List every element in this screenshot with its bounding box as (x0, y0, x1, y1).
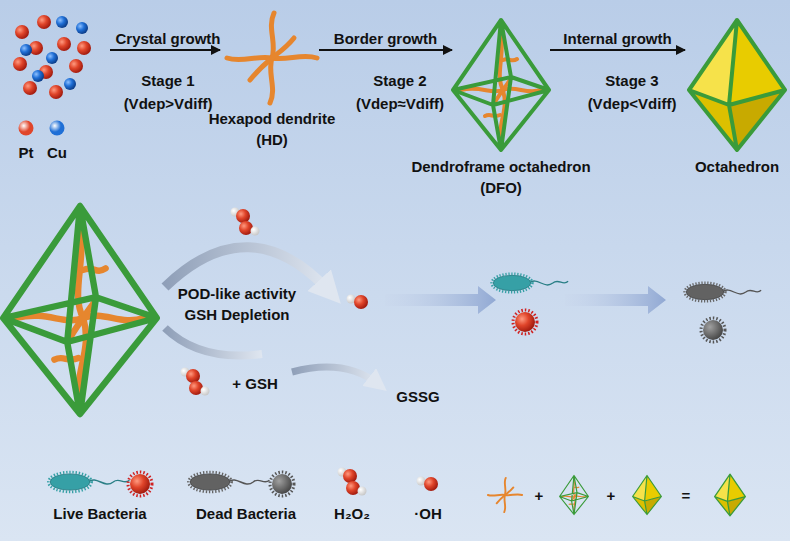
stage-product: Hexapod dendrite (HD) (228, 12, 316, 104)
annotation: + GSH (232, 373, 277, 394)
dead-bacterium (685, 283, 762, 302)
dead-bacterium-sample (188, 472, 269, 492)
legend-label: ·OH (414, 503, 442, 524)
stage-product: Octahedron (688, 18, 786, 152)
edge-label: Internal growth (563, 28, 671, 49)
reaction-arc (165, 328, 262, 356)
legend-label: Dead Bacteria (196, 503, 296, 524)
h2o2-sample (338, 468, 367, 496)
growth-arrow (550, 49, 685, 51)
annotation: (Vdep>Vdiff) (124, 93, 213, 114)
fade-arrow (565, 286, 666, 314)
legend-swatch (50, 121, 65, 136)
annotation: Crystal growth (115, 28, 220, 49)
h2o2-molecule (181, 368, 210, 396)
h2o2-molecule (231, 208, 260, 236)
dendroframe-octahedron (3, 206, 157, 414)
growth-arrow (319, 49, 452, 51)
annotation: Stage 3 (605, 70, 658, 91)
annotation: POD-like activity (178, 283, 296, 304)
product-caption: Hexapod dendrite (HD) (197, 108, 347, 150)
hydroxyl-radical (347, 295, 369, 310)
annotation: = (682, 485, 691, 506)
annotation: + (607, 485, 616, 506)
live-bacterium (513, 310, 537, 334)
combined-octahedron-icon (715, 474, 746, 516)
product-caption: Dendroframe octahedron (DFO) (399, 156, 604, 198)
product-caption: Octahedron (687, 156, 787, 177)
product-name: Dendroframe octahedron (DFO) (399, 156, 604, 198)
annotation: (Vdep<Vdiff) (588, 93, 677, 114)
octahedron (689, 20, 785, 150)
product-name: Octahedron (687, 156, 787, 177)
dfo-icon (560, 476, 589, 515)
pt-cu-atoms (13, 15, 91, 99)
live-bacterium-sample (128, 472, 152, 496)
gsh-arrow (292, 367, 378, 384)
annotation: + (535, 485, 544, 506)
live-bacterium (492, 274, 568, 293)
legend-label: H₂O₂ (334, 503, 370, 524)
annotation: GSH Depletion (184, 304, 289, 325)
octahedron-icon (633, 476, 662, 515)
hydroxyl-sample (417, 477, 439, 492)
dead-bacterium (701, 318, 725, 342)
annotation: Stage 1 (141, 70, 194, 91)
hexapod-dendrite (227, 13, 317, 103)
legend-label: Live Bacteria (53, 503, 146, 524)
legend-label: Pt (19, 142, 34, 163)
legend-swatch (19, 121, 34, 136)
growth-arrow (110, 49, 220, 51)
fade-arrow (385, 286, 496, 314)
dead-bacterium-sample (270, 472, 294, 496)
annotation: Stage 2 (373, 70, 426, 91)
annotation: GSSG (396, 386, 439, 407)
legend-label: Cu (47, 142, 67, 163)
hexapod-dendrite-icon (488, 478, 522, 512)
stage-product: Dendroframe octahedron (DFO) (455, 18, 547, 152)
annotation: (Vdep≈Vdiff) (356, 93, 444, 114)
product-name: Hexapod dendrite (HD) (197, 108, 347, 150)
edge-label: Border growth (334, 28, 437, 49)
dendroframe-octahedron (453, 20, 549, 150)
live-bacterium-sample (48, 472, 129, 492)
